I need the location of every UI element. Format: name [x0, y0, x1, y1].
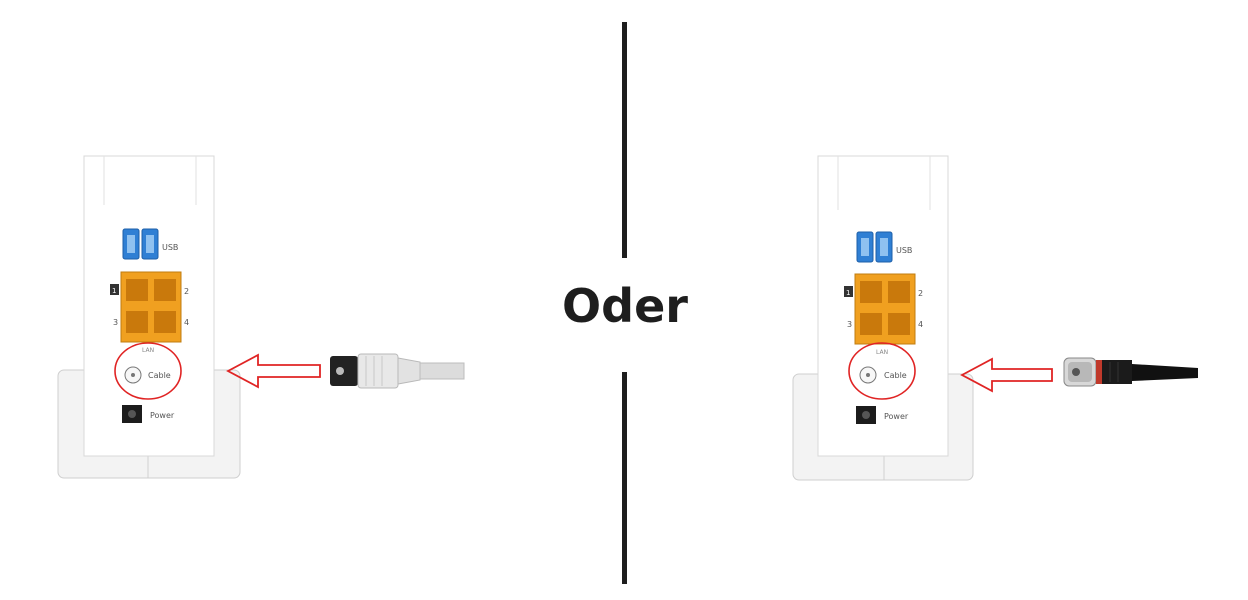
lan-ports	[120, 271, 182, 343]
left-router-illustration: USB 1 2 3 4 LAN Cable Power	[57, 155, 465, 479]
divider-top	[622, 22, 627, 258]
cable-label: Cable	[148, 371, 171, 380]
lan-ports	[854, 273, 916, 345]
cable-port-highlight-circle	[848, 342, 916, 400]
arrow-left-icon	[960, 357, 1053, 393]
lan-label: LAN	[142, 347, 154, 354]
arrow-left-icon	[226, 353, 321, 389]
usb-ports	[122, 228, 159, 260]
power-label: Power	[884, 412, 909, 421]
usb-ports	[856, 231, 893, 263]
cable-port-highlight-circle	[114, 342, 182, 400]
cable-label: Cable	[884, 371, 907, 380]
port-number-2: 2	[184, 287, 189, 296]
divider-bottom	[622, 372, 627, 584]
port-number-4: 4	[918, 320, 923, 329]
white-coax-plug-icon	[330, 353, 465, 389]
oder-label: Oder	[562, 279, 688, 333]
lan-label: LAN	[876, 349, 888, 356]
usb-label: USB	[162, 243, 178, 252]
black-f-connector-icon	[1063, 357, 1198, 387]
port-number-3: 3	[113, 318, 118, 327]
power-label: Power	[150, 411, 175, 420]
port-number-1: 1	[846, 289, 850, 297]
usb-label: USB	[896, 246, 912, 255]
port-number-1: 1	[112, 287, 116, 295]
port-number-4: 4	[184, 318, 189, 327]
port-number-3: 3	[847, 320, 852, 329]
port-number-2: 2	[918, 289, 923, 298]
